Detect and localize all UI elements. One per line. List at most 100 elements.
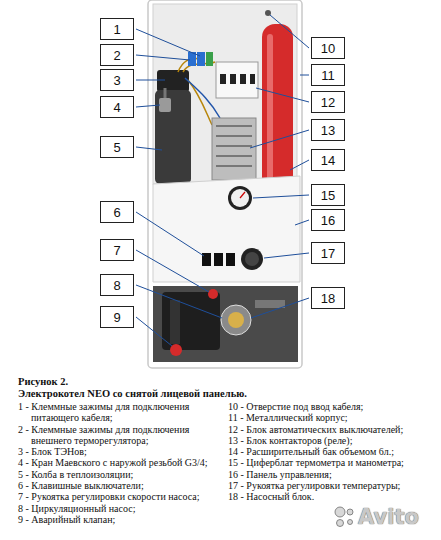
part-description: 12 - Блок автоматических выключателей; [228,424,433,435]
wires [185,78,220,118]
callout-box: 4 [100,96,134,118]
contactor-block [212,118,256,180]
thermo-manometer [228,186,252,210]
callout-number: 10 [321,41,335,56]
wires [178,58,215,125]
part-description: 10 - Отверстие под ввод кабеля; [228,401,433,412]
callout-number: 17 [321,246,335,261]
callout-number: 8 [113,278,120,293]
dial-face [231,189,249,207]
callout-box: 8 [100,274,134,296]
part-description: 5 - Колба в теплоизоляции; [18,469,224,480]
rocker-switch [214,253,223,266]
callout-number: 1 [113,22,120,37]
callout-box: 12 [311,91,345,113]
leader-line [136,317,172,346]
leader-line [136,105,160,107]
callout-box: 2 [100,44,134,66]
callout-box: 15 [311,184,345,206]
part-description: 6 - Клавишные выключатели; [18,480,224,491]
callout-number: 16 [321,213,335,228]
dial-needle [240,192,245,198]
pump-pipe [255,300,285,308]
leader-lines [136,15,309,346]
part-description: 7 - Рукоятка регулировки скорости насоса… [18,491,224,502]
callout-number: 2 [113,48,120,63]
terminal-block [206,52,213,66]
callout-number: 18 [321,291,335,306]
callout-number: 5 [113,140,120,155]
part-description: 17 - Рукоятка регулировки температуры; [228,480,433,491]
callout-box: 7 [100,239,134,261]
part-description: 4 - Кран Маевского с наружой резьбой G3/… [18,457,224,468]
callout-number: 7 [113,243,120,258]
knob-center [245,252,259,266]
callout-box: 3 [100,69,134,91]
leader-line [251,298,309,318]
callout-box: 1 [100,18,134,40]
insulated-flask [155,90,191,184]
callout-box: 5 [100,136,134,158]
rocker-switch [226,253,235,266]
pump-cavity [153,286,298,362]
leader-line [136,55,190,60]
leader-line [295,220,309,225]
part-description: 1 - Клеммные зажимы для подключения пита… [18,401,224,424]
callout-number: 13 [321,123,335,138]
rocker-switch [202,253,211,266]
figure-title: Рисунок 2. [18,376,68,387]
temperature-knob [241,248,263,270]
terminal-block [197,52,205,66]
mayevsky-valve [159,98,171,112]
watermark-logo [335,507,353,527]
parts-list: 10 - Отверстие под ввод кабеля;11 - Мета… [228,401,433,503]
part-description: 9 - Аварийный клапан; [18,514,224,525]
heater-head [157,70,189,92]
tank-highlight [267,34,273,184]
pump-housing [162,292,220,350]
callout-box: 10 [311,37,345,59]
leader-line [256,88,309,102]
pump-label [228,312,244,328]
leader-line [253,195,309,198]
callout-number: 14 [321,153,335,168]
boiler-housing [148,0,302,368]
part-description: 13 - Блок контакторов (реле); [228,435,433,446]
circulation-pump [221,305,251,335]
callout-number: 11 [321,68,335,83]
part-description: 3 - Блок ТЭНов; [18,446,224,457]
callout-box: 16 [311,209,345,231]
valve-stem [164,88,167,98]
part-description: 2 - Клеммные зажимы для подключения внеш… [18,424,224,447]
part-description: 14 - Расширительный бак объемом 6л.; [228,446,433,457]
contactor-rows [216,126,252,166]
leader-line [270,15,309,48]
leader-line [290,160,309,170]
breaker-toggle [220,74,226,84]
leader-line [136,29,200,56]
part-description: 16 - Панель управления; [228,469,433,480]
leader-line [136,250,209,292]
callout-number: 4 [113,100,120,115]
callout-number: 12 [321,95,335,110]
leader-line [264,253,309,258]
parts-list: 1 - Клеммные зажимы для подключения пита… [18,401,224,525]
leader-line [300,75,309,76]
pump-speed-knob [208,289,218,299]
callout-box: 13 [311,119,345,141]
leader-line [136,147,162,150]
pump-pipe [170,300,180,344]
leader-line [136,212,204,256]
watermark: Avito [358,505,419,529]
part-description: 15 - Циферблат термометра и манометра; [228,457,433,468]
leader-line [136,80,165,81]
control-panel [153,176,300,282]
callout-box: 18 [311,287,345,309]
part-description: 8 - Циркуляционный насос; [18,503,224,514]
part-description: 11 - Металлический корпус; [228,412,433,423]
callout-number: 3 [113,73,120,88]
callout-number: 15 [321,188,335,203]
callout-box: 6 [100,201,134,223]
breaker-toggle [250,74,255,84]
